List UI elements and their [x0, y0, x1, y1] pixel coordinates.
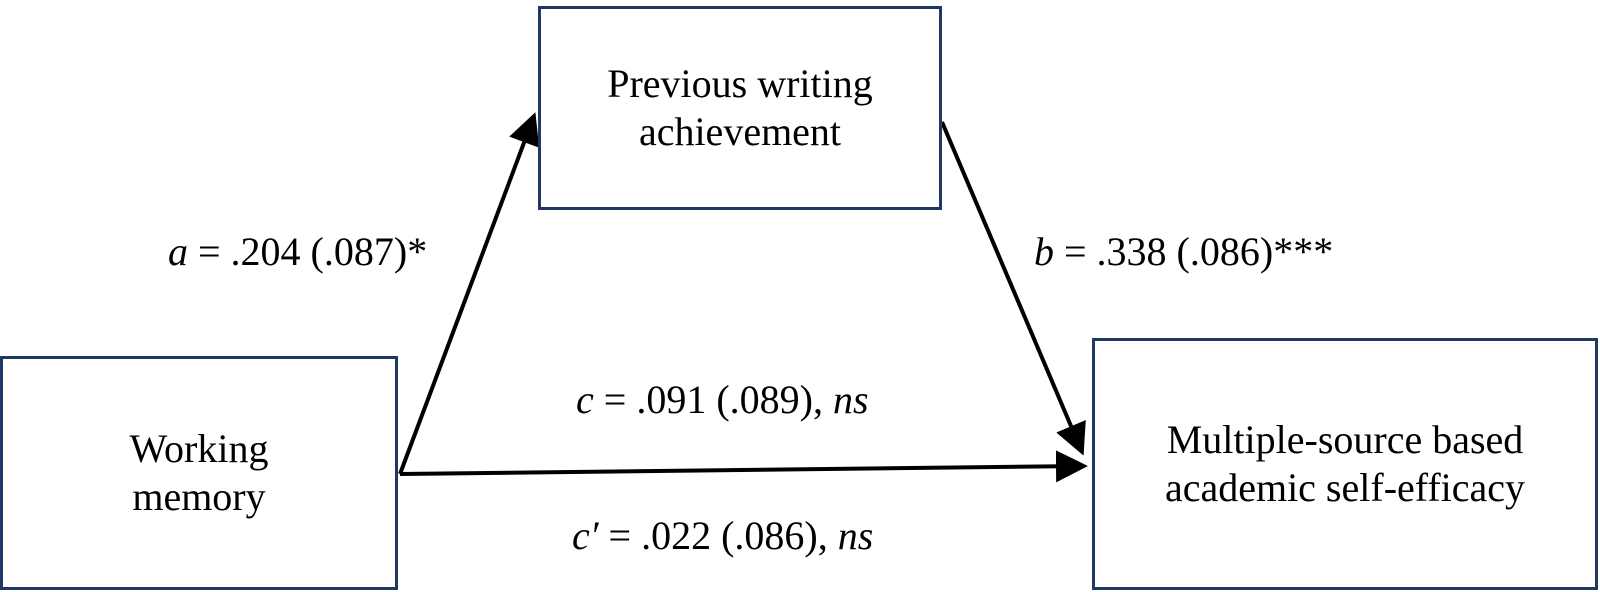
arrow-b: [940, 121, 1086, 456]
path-c-symbol: c: [576, 377, 594, 422]
arrow-a: [398, 112, 540, 475]
path-a-symbol: a: [168, 229, 188, 274]
path-c-prime-symbol: c′: [572, 513, 599, 558]
path-c-prime-label: c′ = .022 (.086), ns: [572, 512, 873, 559]
predictor-box: Working memory: [0, 356, 398, 590]
predictor-label-line2: memory: [132, 474, 266, 519]
arrow-c: [399, 450, 1088, 483]
path-c-prime-ns: ns: [837, 513, 874, 558]
mediator-box: Previous writing achievement: [538, 6, 942, 210]
path-b-label: b = .338 (.086)***: [1034, 228, 1333, 275]
path-b-symbol: b: [1034, 229, 1054, 274]
path-c-label: c = .091 (.089), ns: [576, 376, 869, 423]
path-c-ns: ns: [832, 377, 869, 422]
path-a-label: a = .204 (.087)*: [168, 228, 427, 275]
outcome-box: Multiple-source based academic self-effi…: [1092, 338, 1598, 590]
outcome-label-line1: Multiple-source based: [1166, 417, 1524, 462]
path-a-value: = .204 (.087)*: [188, 229, 428, 274]
path-c-prime-value: = .022 (.086),: [598, 513, 838, 558]
outcome-label-line2: academic self-efficacy: [1164, 465, 1526, 510]
predictor-label-line1: Working: [129, 426, 269, 471]
path-b-value: = .338 (.086)***: [1054, 229, 1334, 274]
mediator-label-line1: Previous writing: [607, 61, 873, 106]
path-c-value: = .091 (.089),: [593, 377, 833, 422]
mediator-label-line2: achievement: [638, 109, 842, 154]
